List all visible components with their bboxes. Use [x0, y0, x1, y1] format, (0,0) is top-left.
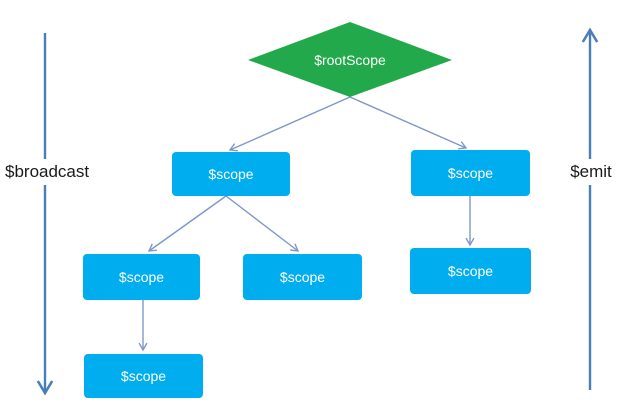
edge-root-to-scope-right	[349, 96, 468, 150]
scope-node-left-child-2: $scope	[243, 254, 362, 300]
scope-node-left-grandchild: $scope	[84, 354, 203, 398]
scope-node-left-child-1: $scope	[83, 254, 200, 300]
edge-scope-left-to-child-2	[225, 195, 300, 252]
edge-root-to-scope-left	[228, 96, 351, 152]
rootscope-diamond	[248, 22, 452, 97]
scope-node-left: $scope	[172, 152, 290, 196]
broadcast-label: $broadcast	[3, 159, 109, 185]
emit-label: $emit	[561, 159, 621, 185]
edge-scope-left-to-child-1	[147, 195, 227, 252]
rootscope-label: $rootScope	[314, 52, 386, 68]
scope-node-right-child: $scope	[410, 248, 531, 294]
scope-node-right: $scope	[411, 150, 530, 196]
